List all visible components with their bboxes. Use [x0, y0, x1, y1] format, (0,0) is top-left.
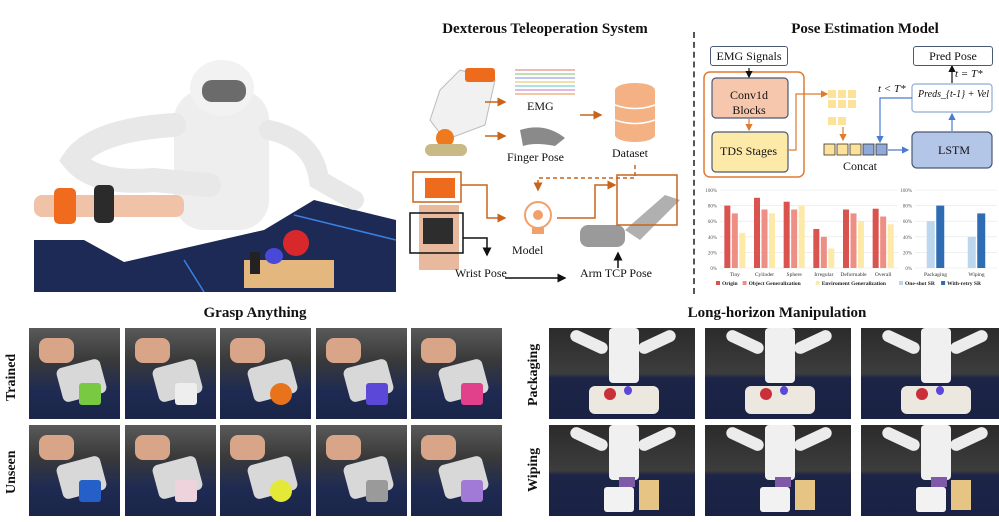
bar-sphere-2 [798, 205, 805, 268]
bar-tiny-1 [731, 213, 738, 268]
bar-wiping-0 [967, 236, 976, 268]
grasp-photo-pink-towel [411, 328, 502, 419]
grasp-success-chart: 0% 20% 40% 60% 80% 100% Tiny Cylinder Sphere Irre… [705, 189, 898, 287]
row-label-trained: Trained [4, 353, 19, 401]
longhorizon-photo-packaging-2 [705, 328, 851, 419]
legend-label: Origin [722, 281, 738, 287]
longhorizon-photo-packaging-3 [861, 328, 999, 419]
legend-swatch [815, 281, 820, 285]
row-label-unseen: Unseen [4, 450, 19, 495]
y-tick-label: 20% [903, 251, 912, 256]
pred-pose-box: Pred Pose [913, 46, 993, 66]
bar-deformable-2 [858, 221, 864, 268]
arm-tcp-pose-label: Arm TCP Pose [580, 266, 653, 280]
x-tick-label: Cylinder [755, 272, 774, 278]
dataset-label: Dataset [612, 146, 648, 160]
bar-deformable-0 [843, 209, 849, 268]
bar-irregular-1 [820, 236, 827, 268]
legend-swatch [941, 281, 946, 285]
legend-label: Object Generalization [749, 281, 801, 287]
y-tick-label: 0% [905, 267, 912, 272]
lstm-label: LSTM [938, 143, 971, 157]
grasp-photo-pink-box [124, 425, 216, 516]
x-tick-label: Packaging [924, 272, 947, 278]
grasp-photo-card-holder [124, 328, 216, 419]
bar-packaging-1 [936, 205, 945, 268]
x-tick-label: Irregular [814, 272, 833, 278]
grasp-title: Grasp Anything [203, 305, 307, 321]
bar-cylinder-0 [754, 197, 760, 268]
x-tick-label: Tiny [730, 272, 740, 278]
concat-label: Concat [843, 159, 877, 173]
legend-label: With-retry SR [947, 281, 982, 287]
grasp-photo-purple-cloth [411, 425, 502, 516]
bar-irregular-2 [828, 248, 835, 268]
longhorizon-photo-wiping-3 [861, 425, 999, 516]
longhorizon-photo-wiping-1 [549, 425, 695, 516]
legend-swatch [742, 281, 747, 285]
emg-label: EMG [527, 99, 554, 113]
legend-label: Enviroment Generalization [822, 281, 886, 287]
tds-stages-label: TDS Stages [720, 144, 777, 158]
finger-pose-label: Finger Pose [507, 150, 564, 164]
bar-packaging-0 [926, 221, 935, 268]
longhorizon-title: Long-horizon Manipulation [687, 305, 867, 321]
bar-deformable-1 [850, 213, 857, 268]
x-tick-label: Sphere [787, 272, 803, 278]
hero-robot-image [34, 30, 397, 293]
wrist-pose-label: Wrist Pose [455, 266, 507, 280]
teleop-diagram [405, 50, 695, 290]
preds-formula: Preds_{t-1} + Vel [918, 89, 990, 100]
bar-sphere-1 [791, 209, 798, 268]
legend-label: One-shot SR [905, 281, 936, 287]
grasp-photo-gripper-tool [315, 425, 407, 516]
bar-cylinder-2 [769, 213, 775, 268]
grasp-photo-blue-block [29, 425, 120, 516]
bar-overall-1 [880, 216, 887, 268]
y-tick-label: 100% [900, 189, 912, 194]
pose-model-title: Pose Estimation Model [791, 21, 939, 37]
y-tick-label: 0% [710, 267, 717, 272]
bar-irregular-0 [813, 229, 820, 268]
end-condition: t = T* [955, 68, 983, 80]
y-tick-label: 20% [708, 251, 717, 256]
y-tick-label: 80% [903, 205, 912, 210]
x-tick-label: Overall [875, 272, 892, 278]
y-tick-label: 40% [903, 236, 912, 241]
grasp-photo-green-cube [29, 328, 120, 419]
y-tick-label: 60% [708, 220, 717, 225]
bar-overall-0 [872, 208, 879, 268]
grasp-photo-orange [220, 328, 311, 419]
y-tick-label: 40% [708, 236, 717, 241]
y-tick-label: 80% [708, 205, 717, 210]
emg-signals-box: EMG Signals [710, 46, 788, 66]
bar-wiping-1 [977, 213, 986, 268]
bar-sphere-0 [783, 201, 790, 268]
section-divider [693, 32, 695, 294]
x-tick-label: Deformable [840, 271, 867, 278]
loop-condition: t < T* [878, 83, 906, 95]
grasp-photo-tennis-ball [220, 425, 311, 516]
grasp-photo-purple-duck [315, 328, 407, 419]
legend-swatch [899, 281, 903, 285]
y-tick-label: 60% [903, 220, 912, 225]
longhorizon-success-chart: 0% 20% 40% 60% 80% 100% Packaging WipingOne-sho… [899, 189, 997, 287]
bar-cylinder-1 [761, 209, 768, 268]
row-label-packaging: Packaging [526, 343, 541, 407]
model-label: Model [512, 243, 544, 257]
longhorizon-photo-wiping-2 [705, 425, 851, 516]
bar-overall-2 [887, 224, 894, 268]
legend-swatch [716, 281, 720, 285]
pose-model-diagram [700, 40, 999, 180]
row-label-wiping: Wiping [526, 447, 541, 493]
bar-tiny-2 [739, 232, 746, 268]
x-tick-label: Wiping [968, 272, 985, 278]
conv1d-blocks-label: Conv1d Blocks [729, 88, 768, 117]
teleop-title: Dexterous Teleoperation System [442, 21, 648, 37]
y-tick-label: 100% [705, 189, 717, 194]
longhorizon-photo-packaging-1 [549, 328, 695, 419]
bar-tiny-0 [724, 205, 731, 268]
